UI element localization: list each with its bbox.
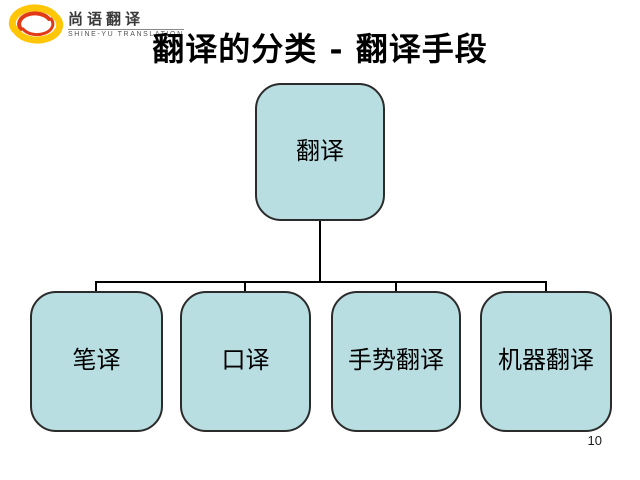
tree-node-label: 口译 bbox=[221, 346, 270, 374]
swirl-logo-icon bbox=[8, 4, 64, 44]
connector-stub-line bbox=[395, 281, 397, 292]
connector-trunk-line bbox=[319, 221, 321, 283]
logo-company-subtitle: SHINE-YU TRANSLATION bbox=[68, 28, 184, 38]
company-logo: 尚语翻译 SHINE-YU TRANSLATION bbox=[8, 3, 184, 45]
connector-stub-line bbox=[545, 281, 547, 292]
connector-horizontal-line bbox=[95, 281, 546, 283]
tree-node-label: 手势翻译 bbox=[348, 346, 444, 374]
slide-title: 翻译的分类 - 翻译手段 bbox=[152, 30, 488, 68]
tree-node-child: 笔译 bbox=[30, 291, 163, 432]
tree-node-child: 机器翻译 bbox=[480, 291, 612, 432]
tree-node-label: 笔译 bbox=[72, 346, 121, 374]
tree-node-root: 翻译 bbox=[255, 83, 385, 221]
connector-stub-line bbox=[95, 281, 97, 292]
connector-stub-line bbox=[244, 281, 246, 292]
logo-text: 尚语翻译 SHINE-YU TRANSLATION bbox=[68, 9, 184, 38]
tree-node-label: 翻译 bbox=[296, 136, 344, 165]
logo-company-name: 尚语翻译 bbox=[68, 9, 145, 28]
tree-node-child: 口译 bbox=[180, 291, 311, 432]
tree-node-child: 手势翻译 bbox=[331, 291, 461, 432]
page-number: 10 bbox=[587, 433, 602, 448]
tree-node-label: 机器翻译 bbox=[498, 346, 594, 374]
